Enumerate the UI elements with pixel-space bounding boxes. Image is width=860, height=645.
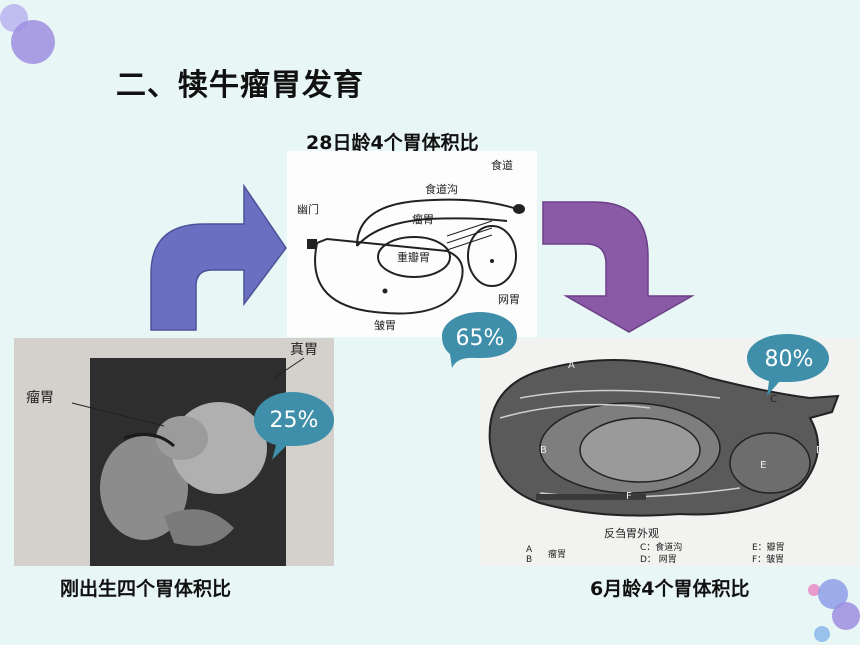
label-rumen-left: 瘤胃 <box>26 389 54 406</box>
legend-ab: A <box>526 545 533 555</box>
letter-b: B <box>540 445 547 456</box>
caption-6-months: 6月龄4个胃体积比 <box>590 578 750 600</box>
letter-d: D <box>816 445 824 456</box>
letter-e: E <box>760 460 766 471</box>
decorative-circles-top-left <box>0 4 55 64</box>
label-rumen: 瘤胃 <box>412 212 434 226</box>
bubble-month6-text: 80% <box>765 347 814 372</box>
slide-title: 二、犊牛瘤胃发育 <box>116 68 364 103</box>
diagram-subtitle: 反刍胃外观 <box>604 526 659 540</box>
label-omasum: 重瓣胃 <box>397 250 430 264</box>
day28-stomach-diagram: 食道 食道沟 幽门 瘤胃 重瓣胃 网胃 皱胃 <box>287 151 537 337</box>
arrow-right-down-icon <box>542 201 695 333</box>
newborn-stomach-photo: 瘤胃 真胃 <box>14 338 334 566</box>
newborn-stomach-image: 瘤胃 真胃 <box>14 338 334 566</box>
caption-28-days: 28日龄4个胃体积比 <box>306 132 479 154</box>
legend-d: D： 网胃 <box>640 554 677 565</box>
letter-c: C <box>770 394 777 405</box>
letter-a: A <box>568 360 575 371</box>
label-esophagus: 食道 <box>491 158 513 172</box>
label-abomasum-left: 真胃 <box>290 342 318 358</box>
letter-f: F <box>626 491 632 502</box>
day28-stomach-drawing: 食道 食道沟 幽门 瘤胃 重瓣胃 网胃 皱胃 <box>297 158 525 332</box>
label-abomasum: 皱胃 <box>374 319 396 332</box>
bubble-month6: 80% <box>747 334 829 396</box>
arrow-up-right-icon <box>150 183 287 331</box>
legend-rumen: 瘤胃 <box>548 548 566 560</box>
bubble-day28: 65% <box>442 312 517 368</box>
svg-text:B: B <box>526 555 532 565</box>
legend-c: C：食道沟 <box>640 541 682 553</box>
bubble-newborn-text: 25% <box>270 408 319 433</box>
label-pylorus: 幽门 <box>297 202 319 216</box>
caption-newborn: 刚出生四个胃体积比 <box>60 578 232 600</box>
decorative-circles-bottom-right <box>808 579 860 642</box>
legend-e: E：瓣胃 <box>752 542 785 553</box>
bubble-day28-text: 65% <box>456 326 505 351</box>
legend-f: F：皱胃 <box>752 553 784 565</box>
bubble-newborn: 25% <box>254 392 334 460</box>
label-reticulum: 网胃 <box>498 293 520 306</box>
month6-stomach-drawing: A B C D E F 反刍胃外观 A B 瘤胃 C：食道沟 D： 网胃 E：瓣… <box>488 359 840 565</box>
label-esophageal-groove: 食道沟 <box>425 182 458 196</box>
